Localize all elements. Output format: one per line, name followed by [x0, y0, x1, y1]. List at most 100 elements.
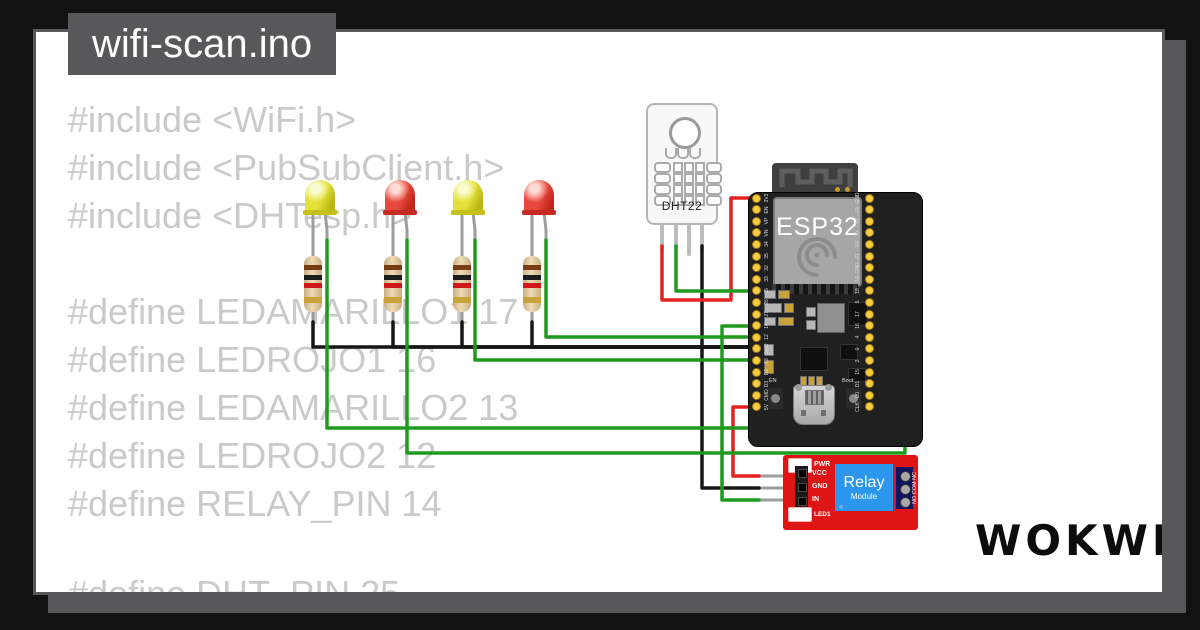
- dht22-vent-square: [673, 195, 683, 206]
- led4-red-led[interactable]: [524, 180, 554, 213]
- led1-resistor[interactable]: [304, 256, 322, 312]
- led1-yellow-led[interactable]: [305, 180, 335, 213]
- wire-dht-gnd-relay-gnd[interactable]: [700, 244, 761, 490]
- led3-flange: [451, 210, 485, 215]
- smd-component: [764, 344, 774, 356]
- sketch-title: wifi-scan.ino: [92, 22, 313, 66]
- pin-D0-right[interactable]: [864, 390, 874, 400]
- usb-screw: [801, 410, 806, 416]
- dht22-vent-slot: [654, 195, 671, 206]
- wire-pin14-relay-in[interactable]: [720, 324, 761, 502]
- wire-led4-pin12[interactable]: [544, 238, 757, 339]
- relay-pin[interactable]: [798, 483, 807, 492]
- relay-vcc-label: VCC: [812, 470, 827, 477]
- pin-23-right[interactable]: [864, 205, 874, 215]
- wire-led4-gnd[interactable]: [530, 320, 756, 349]
- led2-red-led[interactable]: [385, 180, 415, 213]
- esp32-label: ESP32: [776, 213, 859, 241]
- pin-RX-right[interactable]: [864, 239, 874, 249]
- relay-pin[interactable]: [798, 497, 807, 506]
- wokwi-logo: WOKWI: [975, 516, 1165, 565]
- led4-flange: [522, 210, 556, 215]
- resistor-band-black: [304, 275, 322, 280]
- wire-5v-relay-vcc[interactable]: [731, 405, 761, 478]
- led4-resistor[interactable]: [523, 256, 541, 312]
- code-line-partial: #define DHT_PIN 25: [68, 573, 401, 595]
- relay-pin[interactable]: [798, 469, 807, 478]
- smd-component: [764, 290, 776, 299]
- pin-13-left[interactable]: [751, 356, 761, 366]
- pin-CMD-left[interactable]: [751, 390, 761, 400]
- en-button[interactable]: [768, 388, 783, 409]
- usb-ear: [825, 384, 832, 391]
- relay-module[interactable]: PWR VCC GND IN Relay Module NO COM NC LE…: [783, 455, 918, 530]
- terminal-screw[interactable]: [900, 484, 911, 495]
- pin-25-left[interactable]: [751, 286, 761, 296]
- terminal-screw[interactable]: [900, 471, 911, 482]
- pin-CLK-right[interactable]: [864, 402, 874, 412]
- pin-12-left[interactable]: [751, 332, 761, 342]
- en-button-cap: [771, 394, 780, 403]
- pin-32-left[interactable]: [751, 263, 761, 273]
- pin-22-right[interactable]: [864, 216, 874, 226]
- pin-label-CLK-right: CLK: [855, 402, 861, 412]
- pin-26-left[interactable]: [751, 297, 761, 307]
- wire-led3-pin13[interactable]: [473, 238, 757, 362]
- en-button-label: EN: [769, 378, 777, 384]
- dht22-vent-square: [695, 173, 705, 184]
- relay-terminal-labels: NO COM NC: [912, 471, 918, 505]
- smd-component: [784, 303, 794, 313]
- pin-D1-right[interactable]: [864, 379, 874, 389]
- dht22-vent-slot: [654, 173, 671, 184]
- wire-led3-gnd[interactable]: [460, 320, 756, 349]
- pin-TX-right[interactable]: [864, 228, 874, 238]
- pin-4-right[interactable]: [864, 332, 874, 342]
- smd-component: [764, 303, 782, 313]
- pin-18-right[interactable]: [864, 286, 874, 296]
- pin-EN-left[interactable]: [751, 205, 761, 215]
- dht22-vent-slot: [706, 195, 722, 206]
- relay-pwr-label: PWR: [814, 461, 831, 468]
- code-includes-block: #include <WiFi.h>#include <PubSubClient.…: [68, 96, 504, 240]
- pin-35-left[interactable]: [751, 251, 761, 261]
- terminal-screw[interactable]: [900, 497, 911, 508]
- pin-21-right[interactable]: [864, 251, 874, 261]
- dht22-vent-slot: [706, 184, 722, 195]
- pin-GND-left[interactable]: [751, 344, 761, 354]
- led2-resistor[interactable]: [384, 256, 402, 312]
- pin-2-right[interactable]: [864, 356, 874, 366]
- pin-14-left[interactable]: [751, 321, 761, 331]
- code-line: #define LEDAMARILLO1 17: [68, 291, 519, 332]
- pin-D2-left[interactable]: [751, 367, 761, 377]
- boot-button[interactable]: [846, 388, 861, 409]
- pin-15-right[interactable]: [864, 367, 874, 377]
- pin-VN-left[interactable]: [751, 228, 761, 238]
- pin-VP-left[interactable]: [751, 216, 761, 226]
- pin-D3-left[interactable]: [751, 379, 761, 389]
- led3-yellow-led[interactable]: [453, 180, 483, 213]
- pin-5V-left[interactable]: [751, 402, 761, 412]
- pin-19-right[interactable]: [864, 274, 874, 284]
- pin-GND-right[interactable]: [864, 263, 874, 273]
- dht22-sensor[interactable]: DHT22: [646, 103, 722, 225]
- pin-16-right[interactable]: [864, 321, 874, 331]
- code-line: #define RELAY_PIN 14: [68, 483, 442, 524]
- dht22-vent-slot: [654, 162, 671, 173]
- pin-GND-right[interactable]: [864, 193, 874, 203]
- resistor-band-red: [304, 283, 322, 288]
- pin-33-left[interactable]: [751, 274, 761, 284]
- dht22-vent-square: [684, 162, 694, 173]
- pin-17-right[interactable]: [864, 309, 874, 319]
- wire-dht-vcc-3v3[interactable]: [660, 196, 757, 302]
- pin-3V3-left[interactable]: [751, 193, 761, 203]
- resistor-band-red: [384, 283, 402, 288]
- wire-dht-data-pin25[interactable]: [674, 244, 757, 293]
- led3-resistor[interactable]: [453, 256, 471, 312]
- pin-0-right[interactable]: [864, 344, 874, 354]
- shield-dot: [835, 187, 840, 192]
- wire-led2-gnd[interactable]: [391, 320, 756, 349]
- dht22-vent-notch: [689, 148, 701, 159]
- pin-27-left[interactable]: [751, 309, 761, 319]
- pin-34-left[interactable]: [751, 239, 761, 249]
- pin-5-right[interactable]: [864, 297, 874, 307]
